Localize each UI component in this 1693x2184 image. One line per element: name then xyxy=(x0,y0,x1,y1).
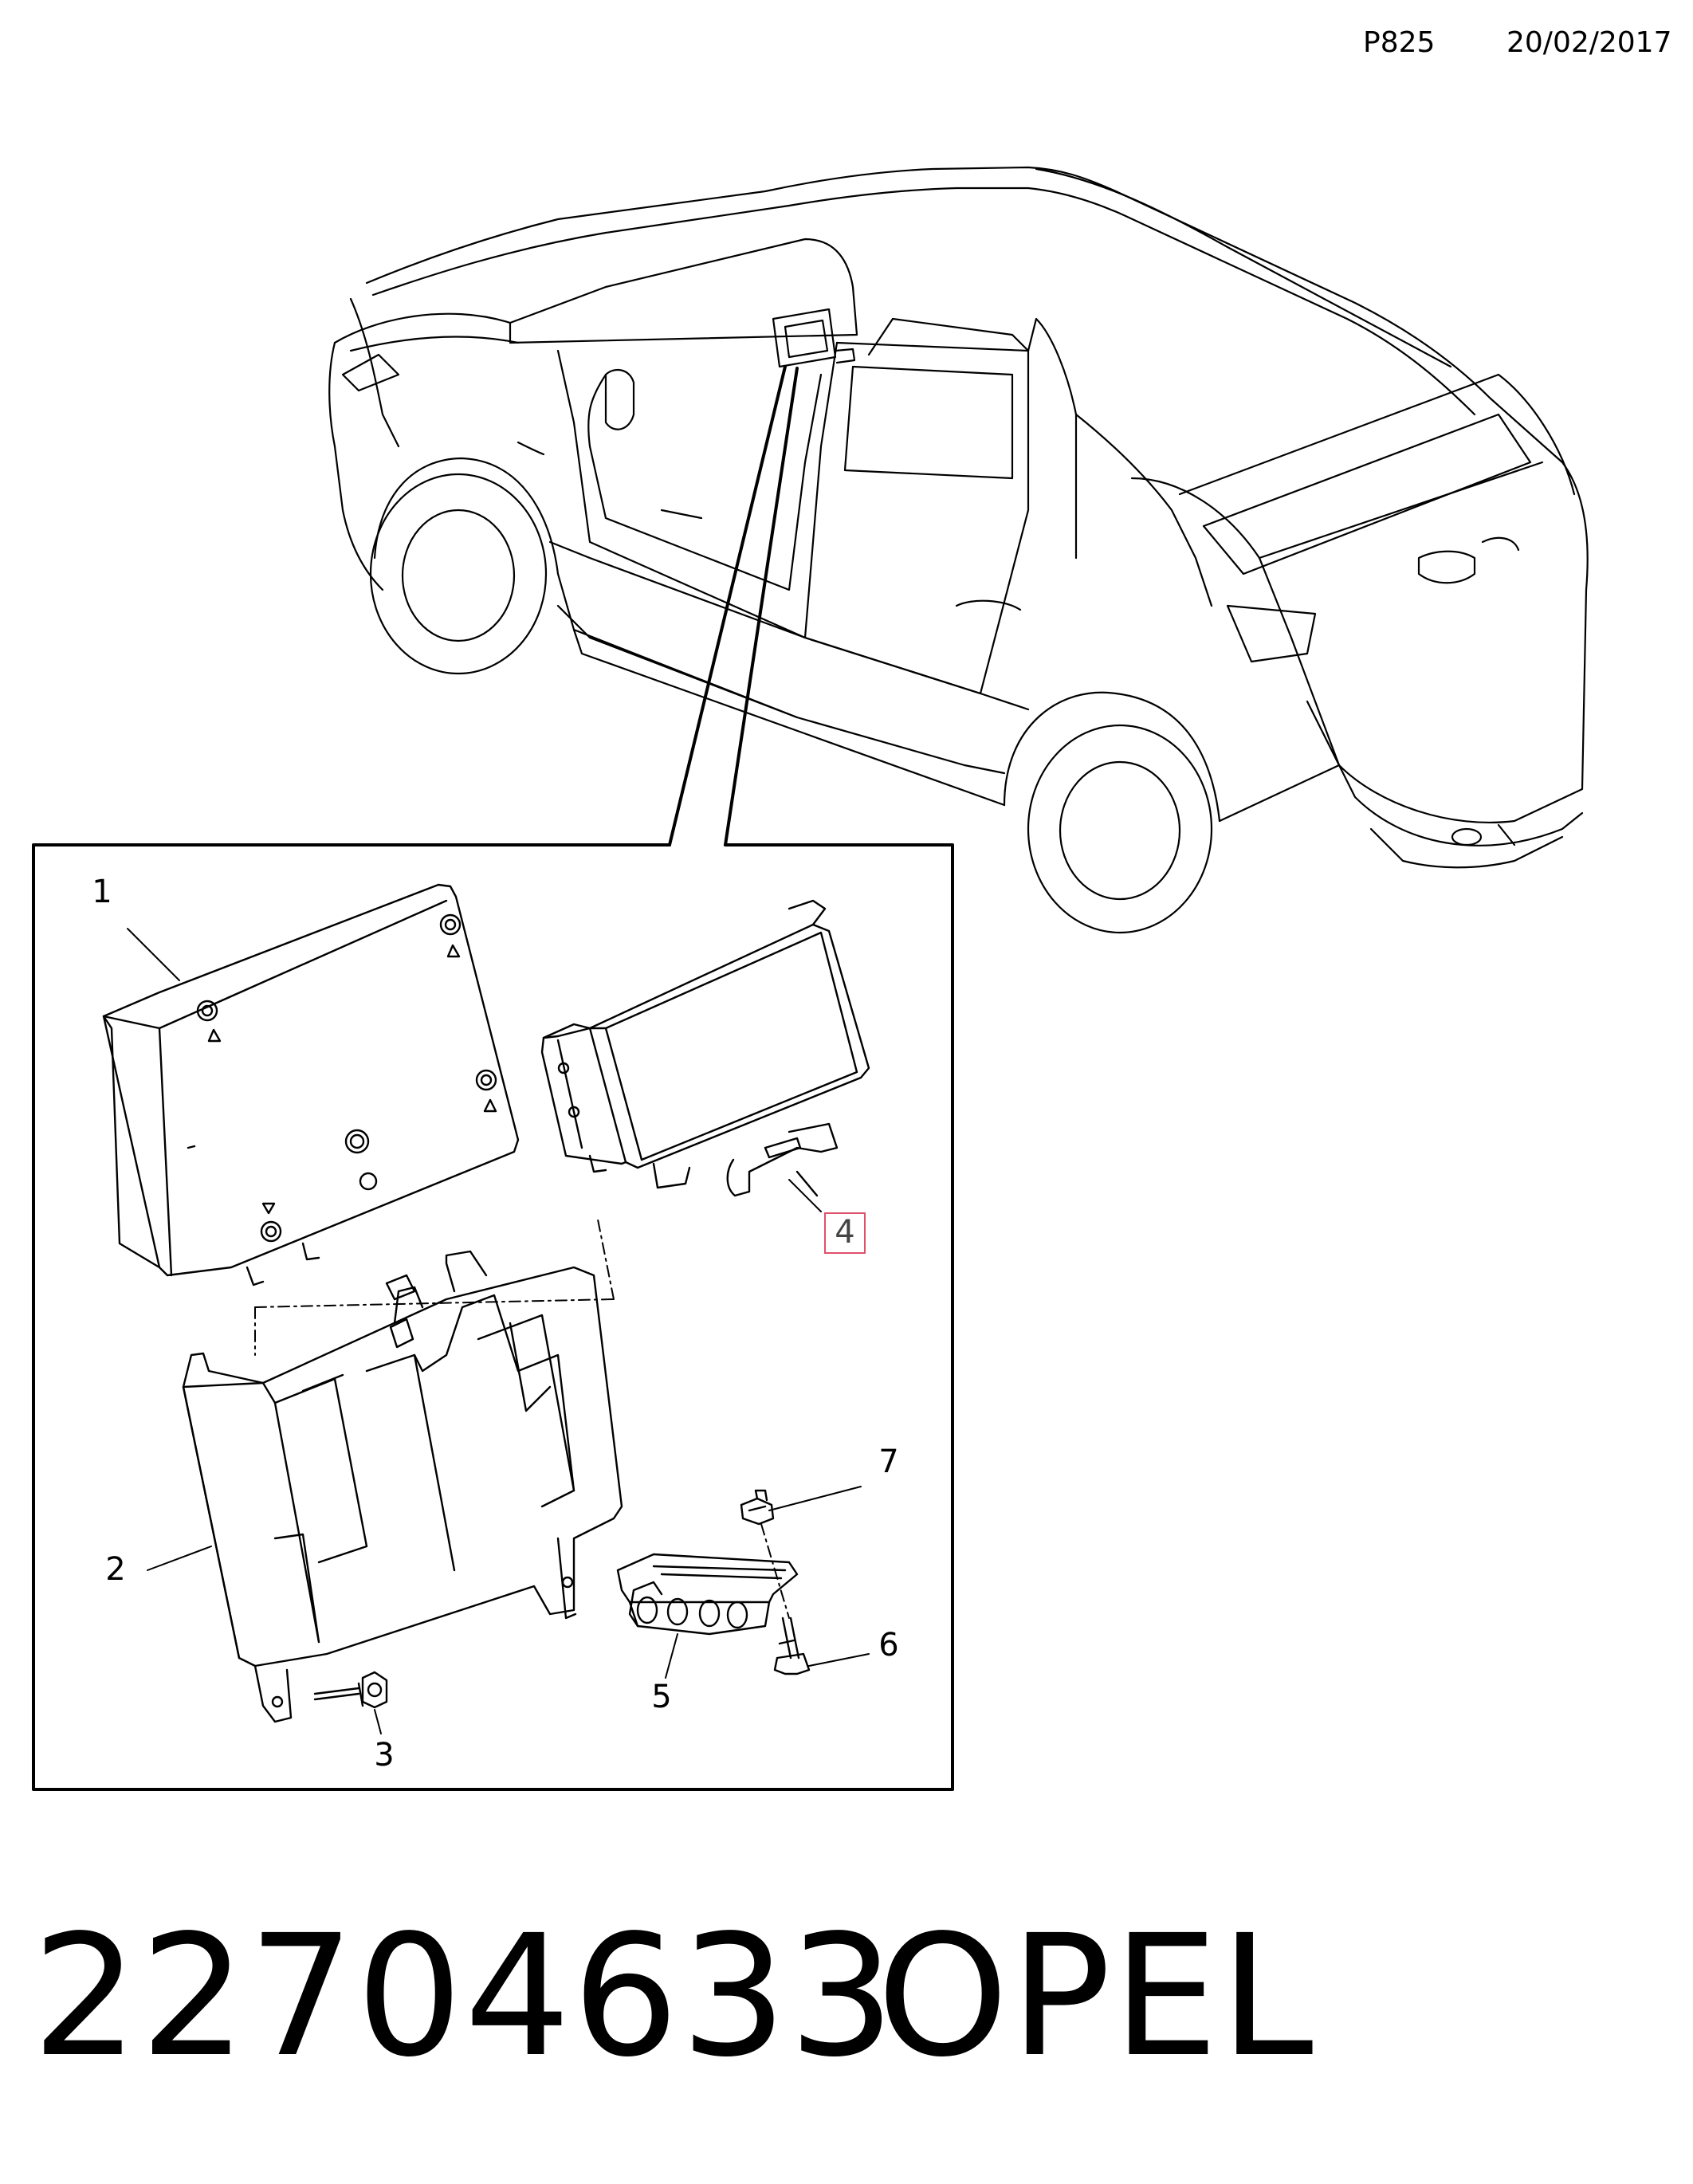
brand-name: OPEL xyxy=(877,1899,1315,2094)
diagram-date: 20/02/2017 xyxy=(1506,26,1672,59)
part-1-control-module xyxy=(102,883,520,1286)
callout-7: 7 xyxy=(878,1444,899,1480)
part-7-clip xyxy=(740,1489,775,1526)
vehicle-illustration xyxy=(328,166,1589,934)
part-5-connector xyxy=(616,1553,799,1636)
callout-6: 6 xyxy=(878,1627,899,1664)
diagram-code: P825 xyxy=(1363,26,1436,59)
callout-1: 1 xyxy=(92,874,112,910)
part-3-screw xyxy=(313,1671,388,1709)
part-2-mounting-bracket xyxy=(182,1250,623,1723)
callout-2: 2 xyxy=(105,1551,126,1588)
callout-3: 3 xyxy=(374,1737,395,1774)
inset-frame xyxy=(32,843,954,1791)
part-4-module xyxy=(540,899,870,1197)
alignment-line-7-6 xyxy=(760,1523,790,1619)
part-number: 22704633 xyxy=(32,1899,897,2094)
alignment-lines xyxy=(254,1219,615,1356)
callout-leaders xyxy=(127,928,870,1734)
part-6-bolt xyxy=(773,1616,811,1675)
callout-4[interactable]: 4 xyxy=(824,1212,866,1254)
callout-5: 5 xyxy=(651,1679,672,1715)
